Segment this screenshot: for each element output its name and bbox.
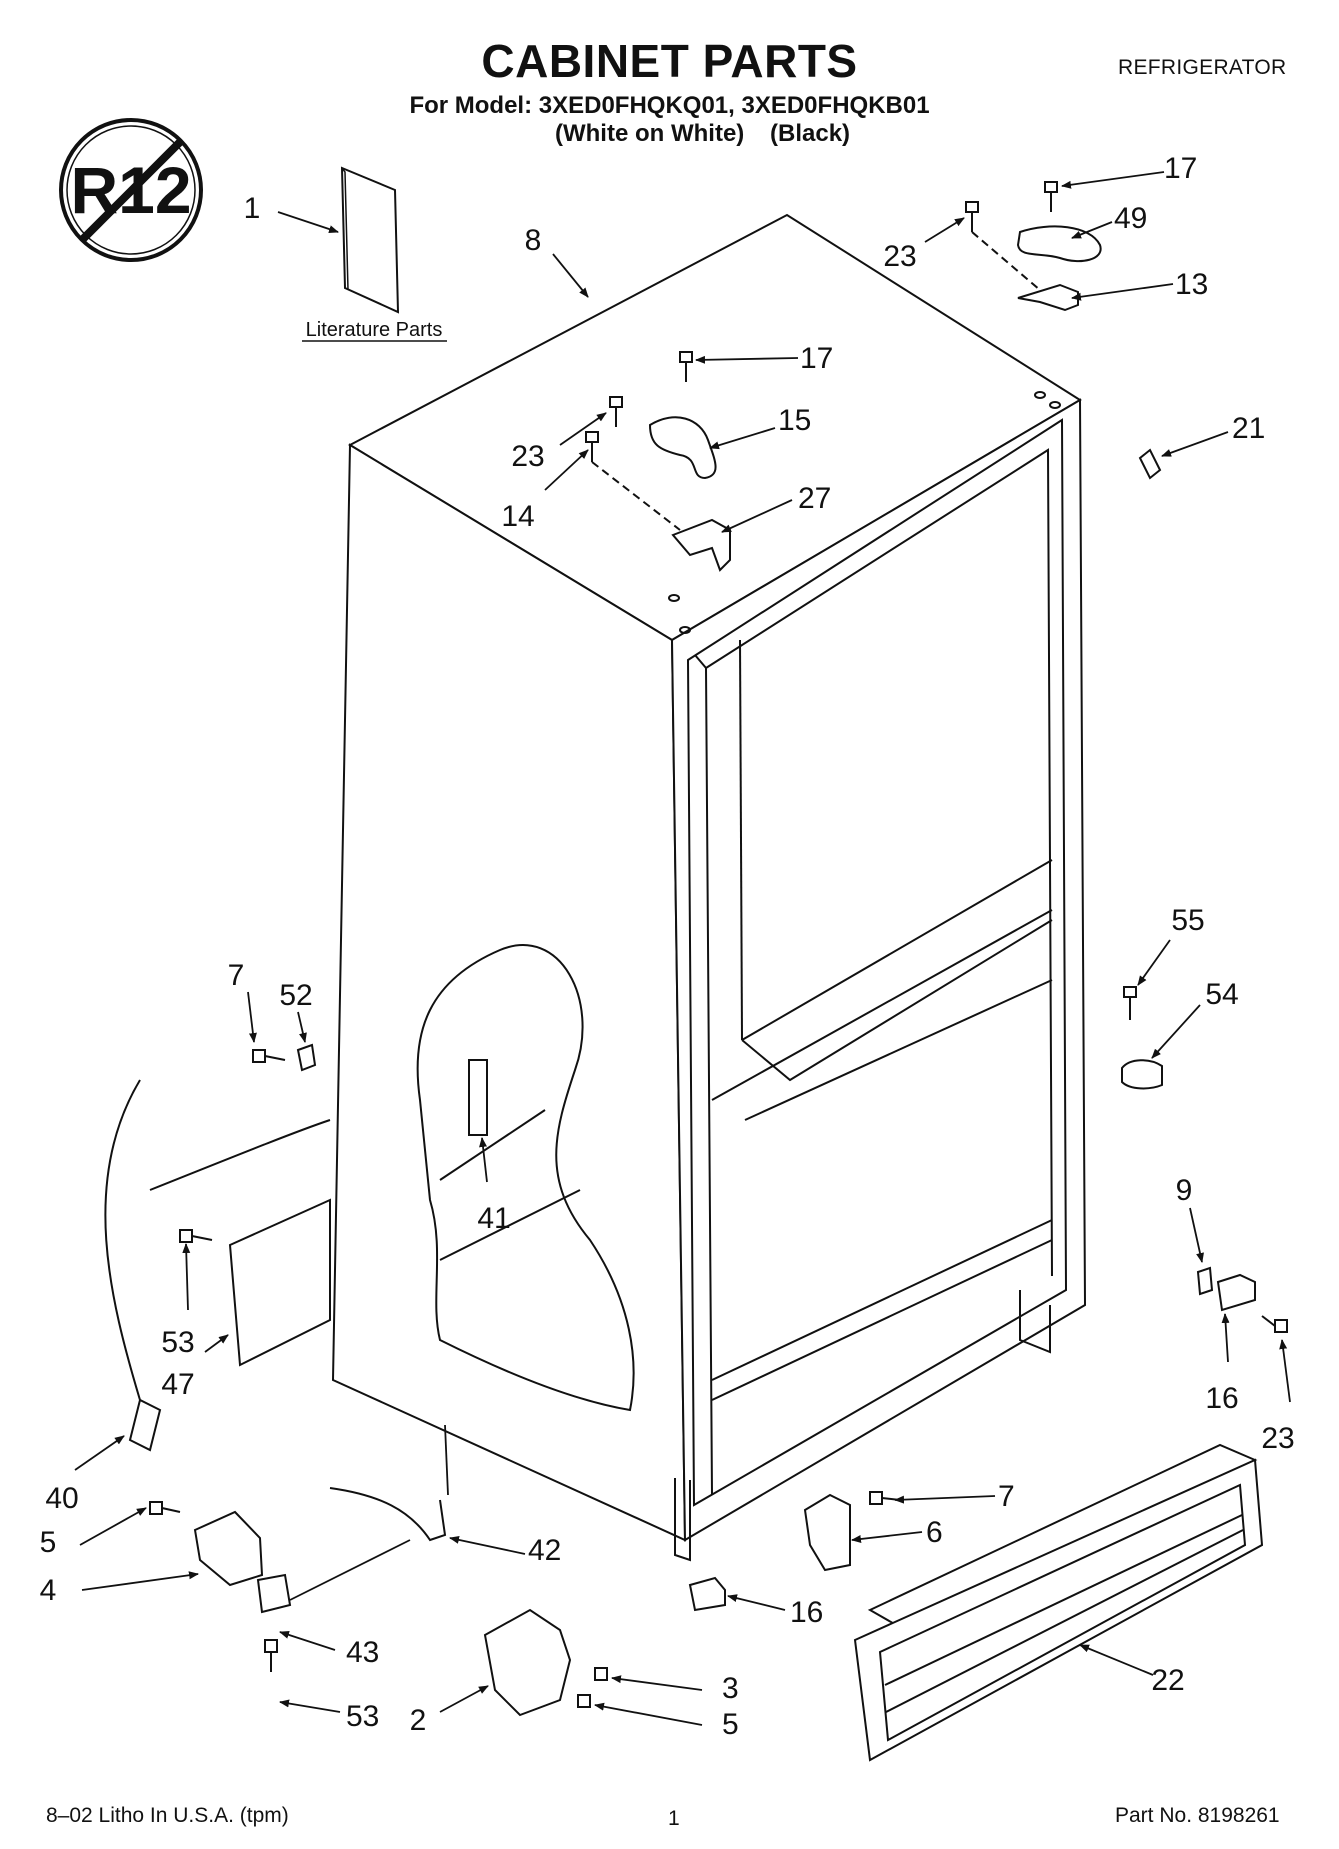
screw-5-left xyxy=(149,1501,181,1515)
callout-8: 8 xyxy=(525,224,542,257)
callout-54: 54 xyxy=(1205,978,1238,1011)
callout-7-bottom: 7 xyxy=(998,1480,1015,1513)
part-number: Part No. 8198261 xyxy=(1115,1804,1280,1827)
model-numbers: For Model: 3XED0FHQKQ01, 3XED0FHQKB01 xyxy=(409,92,930,119)
bracket-6 xyxy=(803,1493,851,1572)
callout-14: 14 xyxy=(501,500,534,533)
screw-7-left xyxy=(252,1049,286,1063)
callout-2: 2 xyxy=(410,1704,427,1737)
callout-9: 9 xyxy=(1176,1174,1193,1207)
pin-21 xyxy=(1138,448,1162,480)
screw-7-bottom xyxy=(869,1491,901,1505)
screw-17-center xyxy=(679,351,693,382)
no-r12-badge: R12 xyxy=(59,118,203,262)
callout-4: 4 xyxy=(40,1574,57,1607)
clip-16-right xyxy=(1216,1273,1256,1312)
callout-16-bottom: 16 xyxy=(790,1596,823,1629)
callout-40: 40 xyxy=(45,1482,78,1515)
callout-43: 43 xyxy=(346,1636,379,1669)
callout-1: 1 xyxy=(244,192,261,225)
variant-white-label: (White on White) xyxy=(555,120,745,147)
callout-15: 15 xyxy=(778,404,811,437)
screw-55 xyxy=(1123,986,1137,1020)
callout-13: 13 xyxy=(1175,268,1208,301)
hinge-cover-15 xyxy=(648,416,717,480)
literature-parts-label: Literature Parts xyxy=(306,319,443,341)
callout-16-right: 16 xyxy=(1205,1382,1238,1415)
callout-55: 55 xyxy=(1171,904,1204,937)
callout-5-bottom: 5 xyxy=(722,1708,739,1741)
clip-52 xyxy=(296,1043,317,1072)
appliance-category: REFRIGERATOR xyxy=(1118,56,1287,79)
screw-53-left xyxy=(179,1229,213,1243)
variant-black-label: (Black) xyxy=(770,120,851,147)
clip-16-bottom xyxy=(688,1576,726,1612)
callout-22: 22 xyxy=(1151,1664,1184,1697)
screw-5-bottom xyxy=(577,1694,591,1708)
callout-17-center: 17 xyxy=(800,342,833,375)
callout-3: 3 xyxy=(722,1672,739,1705)
screw-17-top-right xyxy=(1044,181,1058,212)
callout-41: 41 xyxy=(477,1202,510,1235)
callout-53-left: 53 xyxy=(161,1326,194,1359)
screw-23-right xyxy=(1261,1315,1288,1333)
callout-52: 52 xyxy=(279,979,312,1012)
callout-42: 42 xyxy=(528,1534,561,1567)
callout-27: 27 xyxy=(798,482,831,515)
roller-2 xyxy=(483,1608,572,1717)
kick-plate-22 xyxy=(853,1443,1264,1762)
footer-litho-info: 8–02 Litho In U.S.A. (tpm) xyxy=(46,1804,289,1827)
screw-53-bottom xyxy=(264,1639,278,1672)
roller-4 xyxy=(193,1510,264,1587)
callout-23-center: 23 xyxy=(511,440,544,473)
clip-43 xyxy=(256,1573,292,1614)
callout-17-top: 17 xyxy=(1164,152,1197,185)
callout-23-right: 23 xyxy=(1261,1422,1294,1455)
callout-53-bottom: 53 xyxy=(346,1700,379,1733)
callout-7-left: 7 xyxy=(228,959,245,992)
callout-5-left: 5 xyxy=(40,1526,57,1559)
callout-47: 47 xyxy=(161,1368,194,1401)
hinge-27 xyxy=(671,518,731,572)
screw-23-top-right xyxy=(965,201,979,232)
part-54 xyxy=(1121,1059,1163,1090)
small-parts xyxy=(104,181,1288,1762)
page-title: CABINET PARTS xyxy=(481,35,858,87)
control-box-47 xyxy=(228,1198,331,1367)
literature-booklet-icon xyxy=(340,166,400,314)
spring-41 xyxy=(468,1059,488,1136)
callout-6: 6 xyxy=(926,1516,943,1549)
screw-23-center xyxy=(609,396,623,427)
drain-tube-42 xyxy=(329,1487,447,1542)
callout-49: 49 xyxy=(1114,202,1147,235)
screw-3-bottom xyxy=(594,1667,608,1681)
cabinet-body xyxy=(331,213,1087,1562)
callout-21: 21 xyxy=(1232,412,1265,445)
page-number: 1 xyxy=(668,1807,680,1830)
screw-14-center xyxy=(585,431,599,462)
hinge-13 xyxy=(1017,283,1079,312)
callout-23-top: 23 xyxy=(883,240,916,273)
power-cord-40 xyxy=(104,1079,331,1452)
callout-leader-lines xyxy=(74,171,1291,1726)
clip-9 xyxy=(1196,1266,1214,1296)
